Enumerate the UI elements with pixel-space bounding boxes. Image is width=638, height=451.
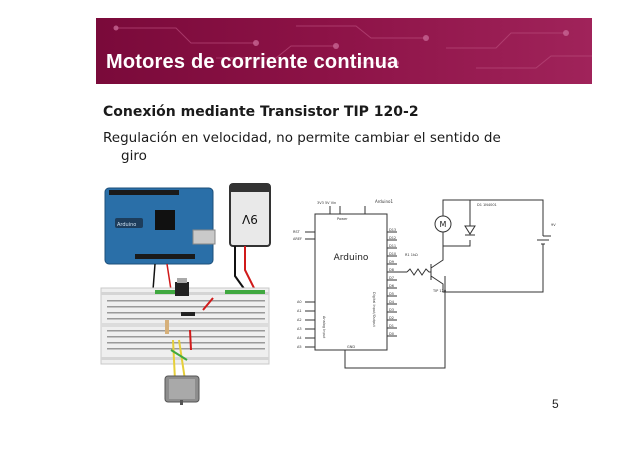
power-pins-label: 3V3 5V Vin [317, 201, 336, 205]
pin-a2: A2 [297, 318, 302, 322]
digital-io-label: Digital Input/Output [372, 292, 376, 327]
pin-d3: D3 [389, 308, 394, 312]
diode-symbol [464, 225, 476, 235]
circuit-pattern-decoration [113, 25, 592, 69]
pin-d4: D4 [389, 300, 395, 304]
pin-d7: D7 [389, 276, 394, 280]
breadboard-photo: Arduino 9V [100, 183, 271, 405]
page-number: 5 [552, 397, 559, 411]
pin-d9: D9 [389, 260, 394, 264]
battery-label: 9V [241, 212, 258, 226]
pin-d5: D5 [389, 292, 394, 296]
pin-d2: D2 [389, 316, 394, 320]
pin-d13: D13 [389, 228, 396, 232]
transistor-label: TIP 120 [432, 289, 446, 293]
body-paragraph: Regulación en velocidad, no permite camb… [103, 129, 558, 165]
pin-d1: D1 [389, 324, 394, 328]
arduino-board-label: Arduino [117, 222, 136, 228]
pin-d12: D12 [389, 236, 396, 240]
circuit-schematic: M Arduino1 3V3 5V Vin Power Arduino GND … [293, 199, 556, 369]
pin-a5: A5 [297, 345, 302, 349]
pin-a0: A0 [297, 300, 302, 304]
diode-label: D1 1N4001 [477, 203, 497, 207]
motor-symbol [434, 215, 452, 233]
breadboard-image [100, 287, 270, 365]
slide-subtitle: Conexión mediante Transistor TIP 120-2 [103, 104, 419, 120]
body-line-1: Regulación en velocidad, no permite camb… [103, 130, 501, 146]
motor-label: M [440, 220, 447, 229]
pin-d10: D10 [389, 252, 396, 256]
pin-a4: A4 [297, 336, 302, 340]
pin-a1: A1 [297, 309, 302, 313]
power-label: Power [337, 217, 348, 221]
pin-aref: AREF [293, 237, 302, 241]
pin-d8: D8 [389, 268, 394, 272]
analog-input-label: Analog Input [322, 316, 326, 339]
schematic-board-header: Arduino1 [375, 199, 393, 204]
pin-rst: RST [293, 230, 301, 234]
schematic-board-name: Arduino [334, 253, 369, 263]
battery-9v-image: 9V [229, 183, 271, 247]
slide-title: Motores de corriente continua [106, 51, 399, 73]
title-banner: Motores de corriente continua [96, 18, 592, 84]
resistor-label: R1 1kΩ [405, 253, 418, 257]
pin-a3: A3 [297, 327, 302, 331]
body-line-2: giro [121, 148, 147, 164]
arduino-board-image: Arduino [104, 187, 216, 265]
pin-d0: D0 [389, 332, 394, 336]
schematic-battery-label: 9V [551, 223, 556, 227]
dc-motor-image [164, 375, 200, 405]
pin-d11: D11 [389, 244, 396, 248]
pin-d6: D6 [389, 284, 394, 288]
gnd-label: GND [347, 345, 355, 349]
